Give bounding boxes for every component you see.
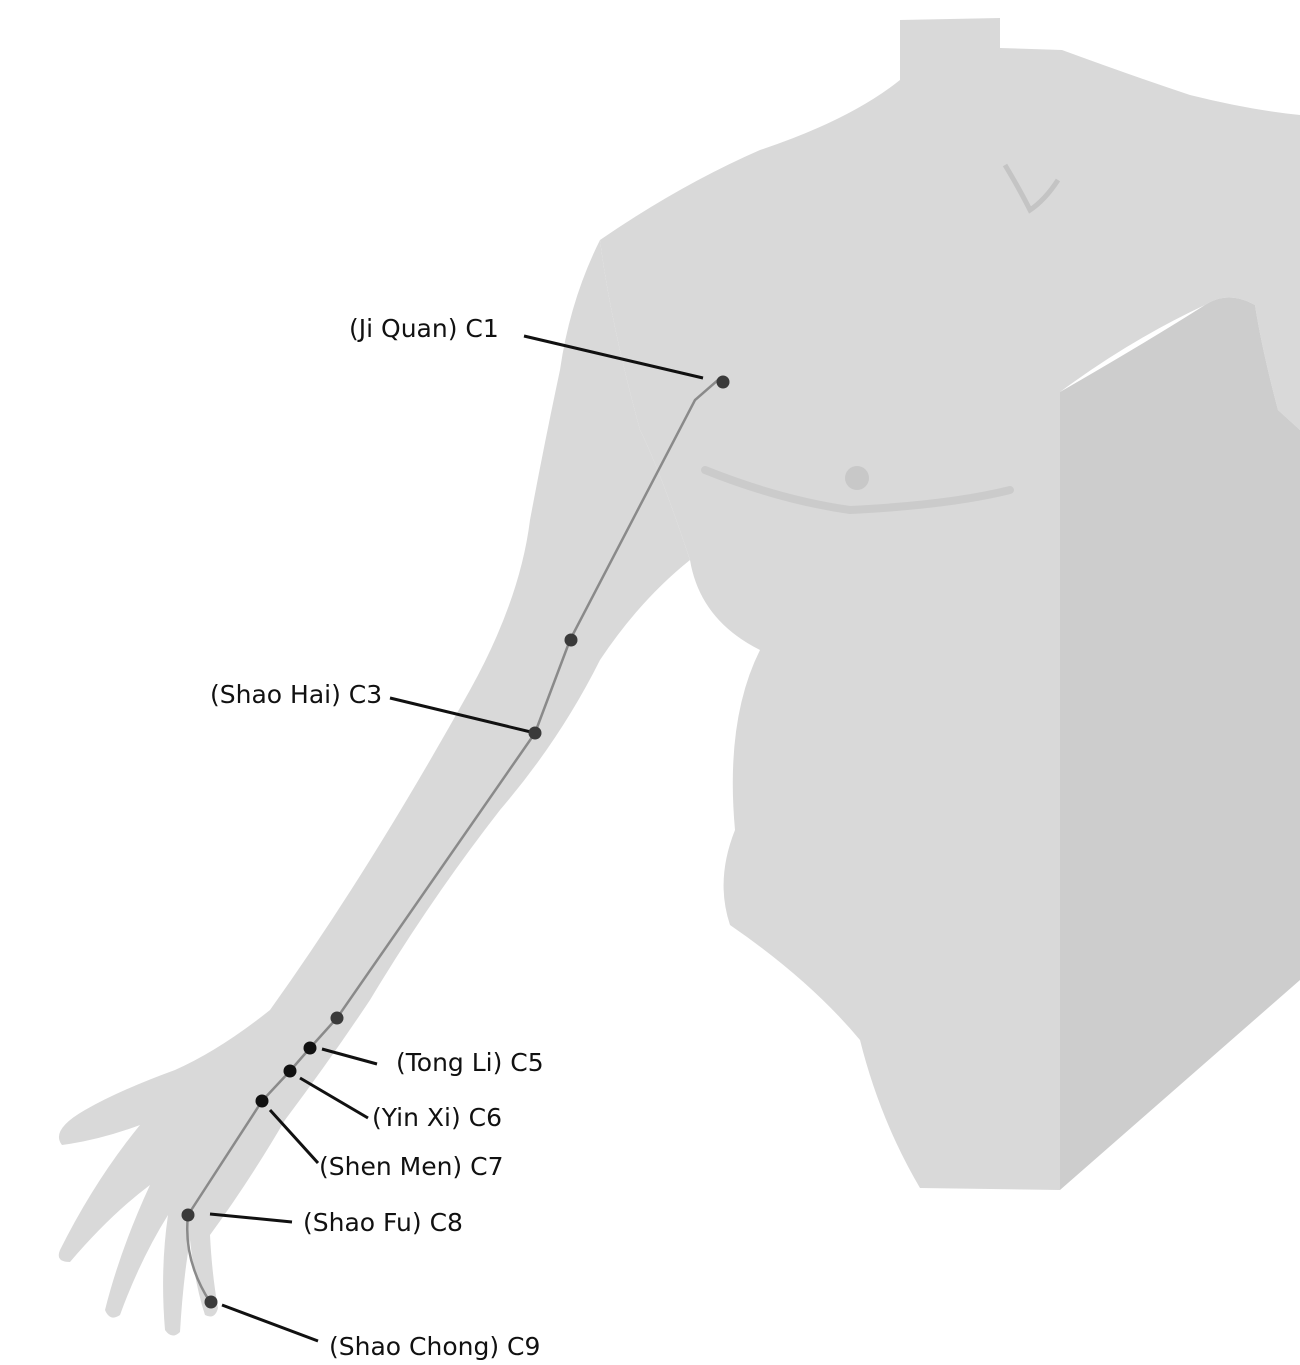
point-c3 bbox=[529, 727, 542, 740]
point-c4 bbox=[331, 1012, 344, 1025]
label-c1: (Ji Quan) C1 bbox=[349, 314, 499, 343]
point-c8 bbox=[182, 1209, 195, 1222]
label-c6: (Yin Xi) C6 bbox=[372, 1103, 502, 1132]
point-c6 bbox=[284, 1065, 297, 1078]
point-c2 bbox=[565, 634, 578, 647]
leader-line-c7 bbox=[270, 1110, 318, 1163]
label-c9: (Shao Chong) C9 bbox=[329, 1332, 540, 1361]
label-c8: (Shao Fu) C8 bbox=[303, 1208, 463, 1237]
leader-line-c8 bbox=[210, 1214, 292, 1222]
nipple bbox=[845, 466, 869, 490]
point-c7 bbox=[256, 1095, 269, 1108]
torso-shadow bbox=[1060, 298, 1300, 1191]
label-c3: (Shao Hai) C3 bbox=[210, 680, 382, 709]
point-c9 bbox=[205, 1296, 218, 1309]
leader-line-c6 bbox=[300, 1078, 368, 1118]
point-c1 bbox=[717, 376, 730, 389]
leader-line-c9 bbox=[222, 1305, 318, 1341]
label-c5: (Tong Li) C5 bbox=[396, 1048, 544, 1077]
point-c5 bbox=[304, 1042, 317, 1055]
label-c7: (Shen Men) C7 bbox=[319, 1152, 504, 1181]
